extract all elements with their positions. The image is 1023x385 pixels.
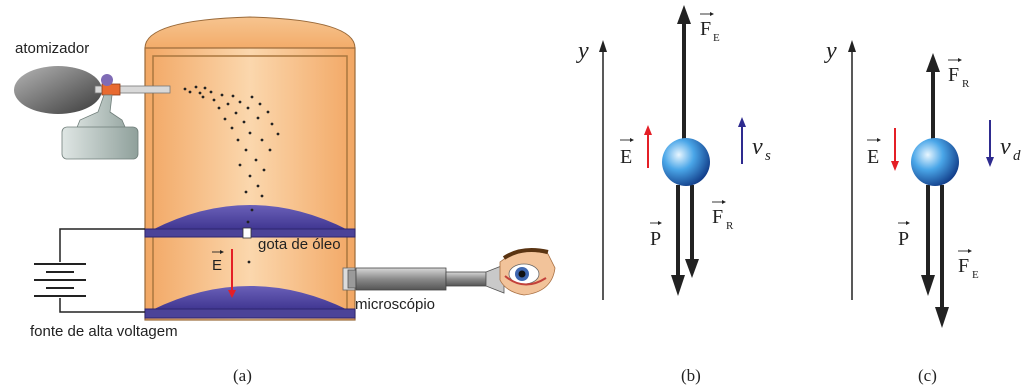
- lower-plate: [152, 286, 348, 310]
- oil-drop-c: [911, 138, 959, 186]
- force-down-fr-label-b: F: [712, 206, 723, 228]
- y-axis-label-b: y: [576, 38, 589, 64]
- velocity-sub-c: d: [1013, 148, 1021, 164]
- chamber-field-label: E: [212, 257, 222, 274]
- panel-a: E gota de óleo atomizador fonte de alta …: [14, 16, 556, 385]
- panel-b: y F E P F R E v s (b): [576, 5, 771, 385]
- drop-label: gota de óleo: [258, 236, 341, 253]
- caption-a: (a): [233, 366, 252, 385]
- velocity-label-c: v: [1000, 134, 1011, 160]
- upper-plate: [152, 205, 348, 230]
- atomizer-label: atomizador: [15, 40, 89, 57]
- chamber-body: [144, 47, 356, 321]
- y-axis-label-c: y: [824, 38, 837, 64]
- oil-drop-b: [662, 138, 710, 186]
- force-down-fe-sub-c: E: [972, 269, 979, 281]
- plate-hole: [242, 227, 252, 239]
- lower-plate-bar: [144, 308, 356, 319]
- force-down-fr-sub-b: R: [726, 220, 734, 232]
- field-label-c: E: [867, 146, 879, 168]
- eye-icon: [499, 248, 556, 296]
- force-up-label-b: F: [700, 18, 711, 40]
- caption-c: (c): [918, 366, 937, 385]
- force-down-label-b: P: [650, 228, 661, 250]
- force-down-label-c: P: [898, 228, 909, 250]
- battery: [34, 228, 145, 313]
- force-up-sub-b: E: [713, 32, 720, 44]
- panel-c: y F R P F E E v d (c): [824, 38, 1021, 385]
- caption-b: (b): [681, 366, 701, 385]
- velocity-label-b: v: [752, 134, 763, 160]
- chamber-dome: [144, 16, 356, 49]
- force-up-label-c: F: [948, 64, 959, 86]
- velocity-sub-b: s: [765, 148, 771, 164]
- field-label-b: E: [620, 146, 632, 168]
- oil-droplets: [183, 85, 280, 264]
- atomizer: [14, 66, 171, 160]
- atomizer-bulb: [14, 66, 102, 114]
- microscope-tube: [355, 267, 447, 291]
- microscope-label: microscópio: [355, 296, 435, 313]
- atomizer-nozzle: [94, 85, 171, 94]
- source-label: fonte de alta voltagem: [30, 323, 178, 340]
- atomizer-bottle: [61, 126, 139, 160]
- force-down-fe-label-c: F: [958, 255, 969, 277]
- microscope: [347, 264, 505, 294]
- force-up-sub-c: R: [962, 78, 970, 90]
